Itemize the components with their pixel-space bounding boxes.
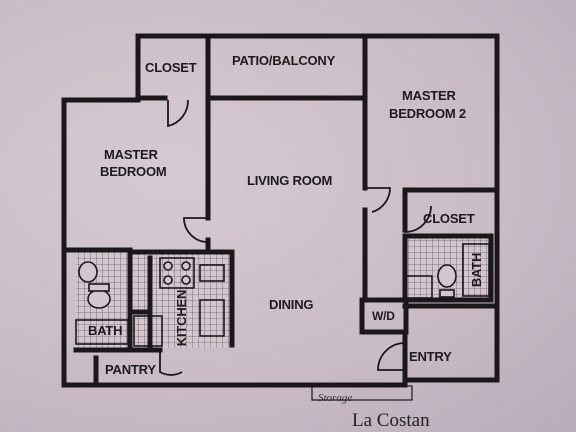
room-label-bath-left: BATH (88, 323, 123, 338)
room-label-master-bedroom2-1: MASTER (402, 88, 456, 103)
room-label-closet-right: CLOSET (423, 211, 475, 226)
room-label-living-room: LIVING ROOM (247, 173, 333, 188)
room-label-closet-top: CLOSET (145, 60, 197, 75)
door-swings (159, 99, 432, 376)
room-label-entry: ENTRY (409, 349, 452, 364)
room-label-master-bedroom-1: MASTER (104, 147, 158, 162)
room-label-master-bedroom2-2: BEDROOM 2 (389, 106, 466, 121)
room-label-master-bedroom-2: BEDROOM (100, 164, 167, 179)
room-label-bath-right: BATH (469, 252, 485, 288)
property-name: La Costan (352, 410, 430, 431)
room-label-dining: DINING (269, 297, 314, 312)
room-label-pantry: PANTRY (105, 362, 156, 377)
room-label-patio: PATIO/BALCONY (232, 53, 336, 68)
walls (61, 33, 500, 388)
fixtures (75, 243, 490, 347)
storage-label: Storage (318, 392, 353, 404)
storage-box (311, 385, 413, 401)
room-label-kitchen: KITCHEN (174, 289, 190, 347)
room-label-wd: W/D (372, 309, 395, 323)
